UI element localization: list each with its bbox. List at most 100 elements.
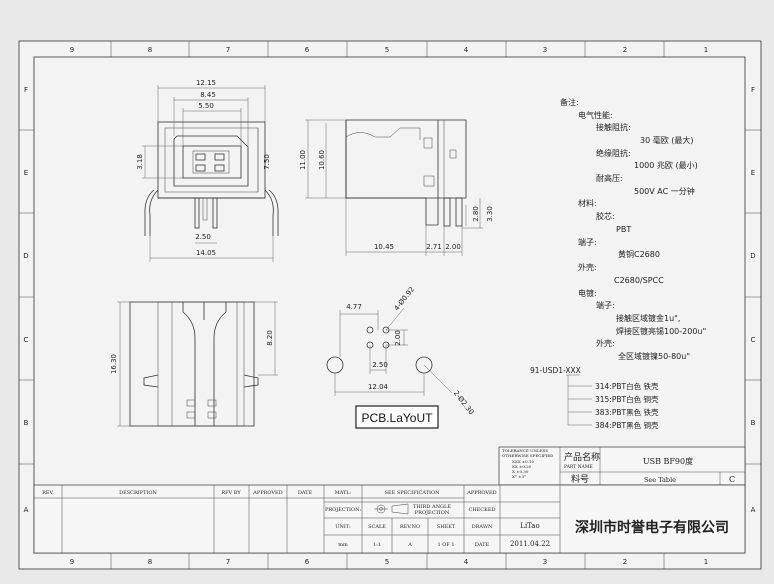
row-label: C	[24, 336, 29, 344]
note-line: 外壳:	[596, 338, 615, 348]
rev-value: A	[407, 542, 412, 548]
col-label: 4	[464, 558, 469, 566]
dim-label: 8.20	[266, 330, 274, 346]
col-label: 3	[543, 558, 547, 566]
row-label: E	[24, 169, 28, 177]
unit-label: UNIT:	[335, 524, 351, 530]
description-label: DESCRIPTION	[119, 490, 157, 496]
row-label: B	[24, 419, 29, 427]
col-label: 7	[226, 46, 230, 54]
sheet-label: SHEET	[437, 524, 456, 530]
notes: 备注: 电气性能: 接触阻抗: 30 毫欧 (最大) 绝缘阻抗: 1000 兆欧…	[560, 97, 706, 361]
dim-label: 2.71	[426, 243, 442, 251]
product-name-label: 产品名称	[564, 451, 600, 463]
part-option: 315:PBT白色 铜壳	[595, 394, 659, 404]
col-label: 1	[704, 46, 708, 54]
dim-label: 3.18	[136, 154, 144, 170]
tolerance-line: X ±0.30	[512, 469, 529, 474]
note-line: 胶芯:	[596, 211, 615, 221]
title-block	[33, 446, 746, 554]
matl-label: MATL:	[335, 490, 352, 496]
approved-label-2: APPROVED	[466, 490, 496, 496]
date-value: 2011.04.22	[510, 540, 550, 548]
side-view-dims: 11.00 10.60 2.80 3.30 10.45 2.71 2.00	[299, 150, 494, 251]
col-label: 9	[70, 558, 74, 566]
row-labels-right: F E D C B A	[750, 86, 755, 514]
front-view	[142, 85, 279, 262]
note-line: 电气性能:	[578, 110, 613, 120]
pcb-layout-label: PCB.LaYoUT	[362, 411, 434, 425]
row-label: E	[751, 169, 755, 177]
see-spec: SEE SPECIFICATION	[385, 490, 441, 496]
col-label: 6	[305, 558, 310, 566]
part-option: 383:PBT黑色 铁壳	[595, 407, 659, 417]
note-line: 1000 兆欧 (最小)	[634, 160, 698, 170]
scale-label: SCALE	[368, 524, 386, 530]
col-label: 1	[704, 558, 708, 566]
dim-label: 8.45	[200, 91, 216, 99]
tolerance-line: XX ±0.20	[512, 464, 532, 469]
material-no: See Table	[644, 476, 676, 484]
note-line: 绝缘阻抗:	[596, 148, 631, 158]
bottom-view-dims: 16.30 8.20	[110, 330, 274, 374]
third-angle-2: PROJECTION	[415, 510, 450, 516]
row-label: C	[751, 336, 756, 344]
col-label: 5	[385, 46, 389, 54]
bottom-view	[117, 301, 278, 427]
drawn-label: DRAWN	[472, 524, 493, 530]
column-labels-top: 9 8 7 6 5 4 3 2 1	[70, 46, 708, 54]
pcb-layout	[326, 307, 453, 429]
material-no-label: 料号	[571, 473, 589, 485]
row-labels-left: F E D C B A	[23, 86, 28, 514]
dim-label: 12.04	[368, 383, 389, 391]
note-line: 端子:	[596, 300, 615, 310]
tolerance-block: TOLERANCE UNLESS OTHERWISE SPECIFIED XXX…	[502, 448, 553, 479]
note-line: C2680/SPCC	[614, 276, 664, 285]
date-label: DATE	[298, 490, 313, 496]
third-angle-1: THIRD ANGLE	[413, 504, 451, 510]
note-line: 接触区域镀金1u",	[616, 313, 680, 323]
row-label: D	[750, 252, 755, 260]
part-code	[566, 374, 592, 426]
checked-label: CHECKED	[468, 507, 495, 513]
col-label: 2	[623, 46, 627, 54]
notes-title: 备注:	[560, 97, 579, 107]
product-name: USB BF90度	[643, 456, 693, 466]
part-name-label: PART NAME	[564, 464, 593, 470]
note-line: 耐高压:	[596, 173, 623, 183]
scale-value: 1:1	[373, 542, 381, 548]
front-view-dims: 12.15 8.45 5.50 3.18 7.50 2.50 14.05	[136, 79, 271, 257]
row-label: D	[23, 252, 28, 260]
column-labels-bottom: 9 8 7 6 5 4 3 2 1	[70, 558, 708, 566]
col-label: 7	[226, 558, 230, 566]
dim-label: 12.15	[196, 79, 216, 87]
dim-label: 4.77	[346, 303, 362, 311]
note-line: 30 毫欧 (最大)	[640, 135, 694, 145]
projection-label: PROJECTION:	[325, 507, 361, 513]
note-line: 电镀:	[578, 288, 597, 298]
dim-label: 2.50	[372, 361, 388, 369]
dim-label: 2.80	[472, 206, 480, 222]
dim-label: 7.50	[263, 154, 271, 170]
part-code-number: 91-USD1-XXX	[530, 366, 581, 375]
col-label: 3	[543, 46, 547, 54]
part-code-text: 91-USD1-XXX 314:PBT白色 铁壳 315:PBT白色 铜壳 38…	[530, 366, 659, 430]
date-label-2: DATE	[475, 542, 490, 548]
row-label: A	[751, 506, 756, 514]
tolerance-line: TOLERANCE UNLESS	[502, 448, 548, 453]
tolerance-line: X° ±3°	[512, 474, 526, 479]
row-label: B	[751, 419, 756, 427]
dim-label: 14.05	[196, 249, 216, 257]
zone-ticks	[19, 41, 761, 569]
note-line: 焊接区镀亮锡100-200u"	[616, 326, 706, 336]
dim-label: 16.30	[110, 354, 118, 374]
part-option: 314:PBT白色 铁壳	[595, 381, 659, 391]
col-label: 2	[623, 558, 627, 566]
dim-label: 10.60	[318, 150, 326, 170]
part-option: 384:PBT黑色 铜壳	[595, 420, 659, 430]
drawn-by: LiTao	[520, 522, 539, 530]
dim-label: 3.30	[486, 206, 494, 222]
unit-value: mm	[338, 542, 348, 548]
tolerance-line: OTHERWISE SPECIFIED	[502, 453, 553, 458]
